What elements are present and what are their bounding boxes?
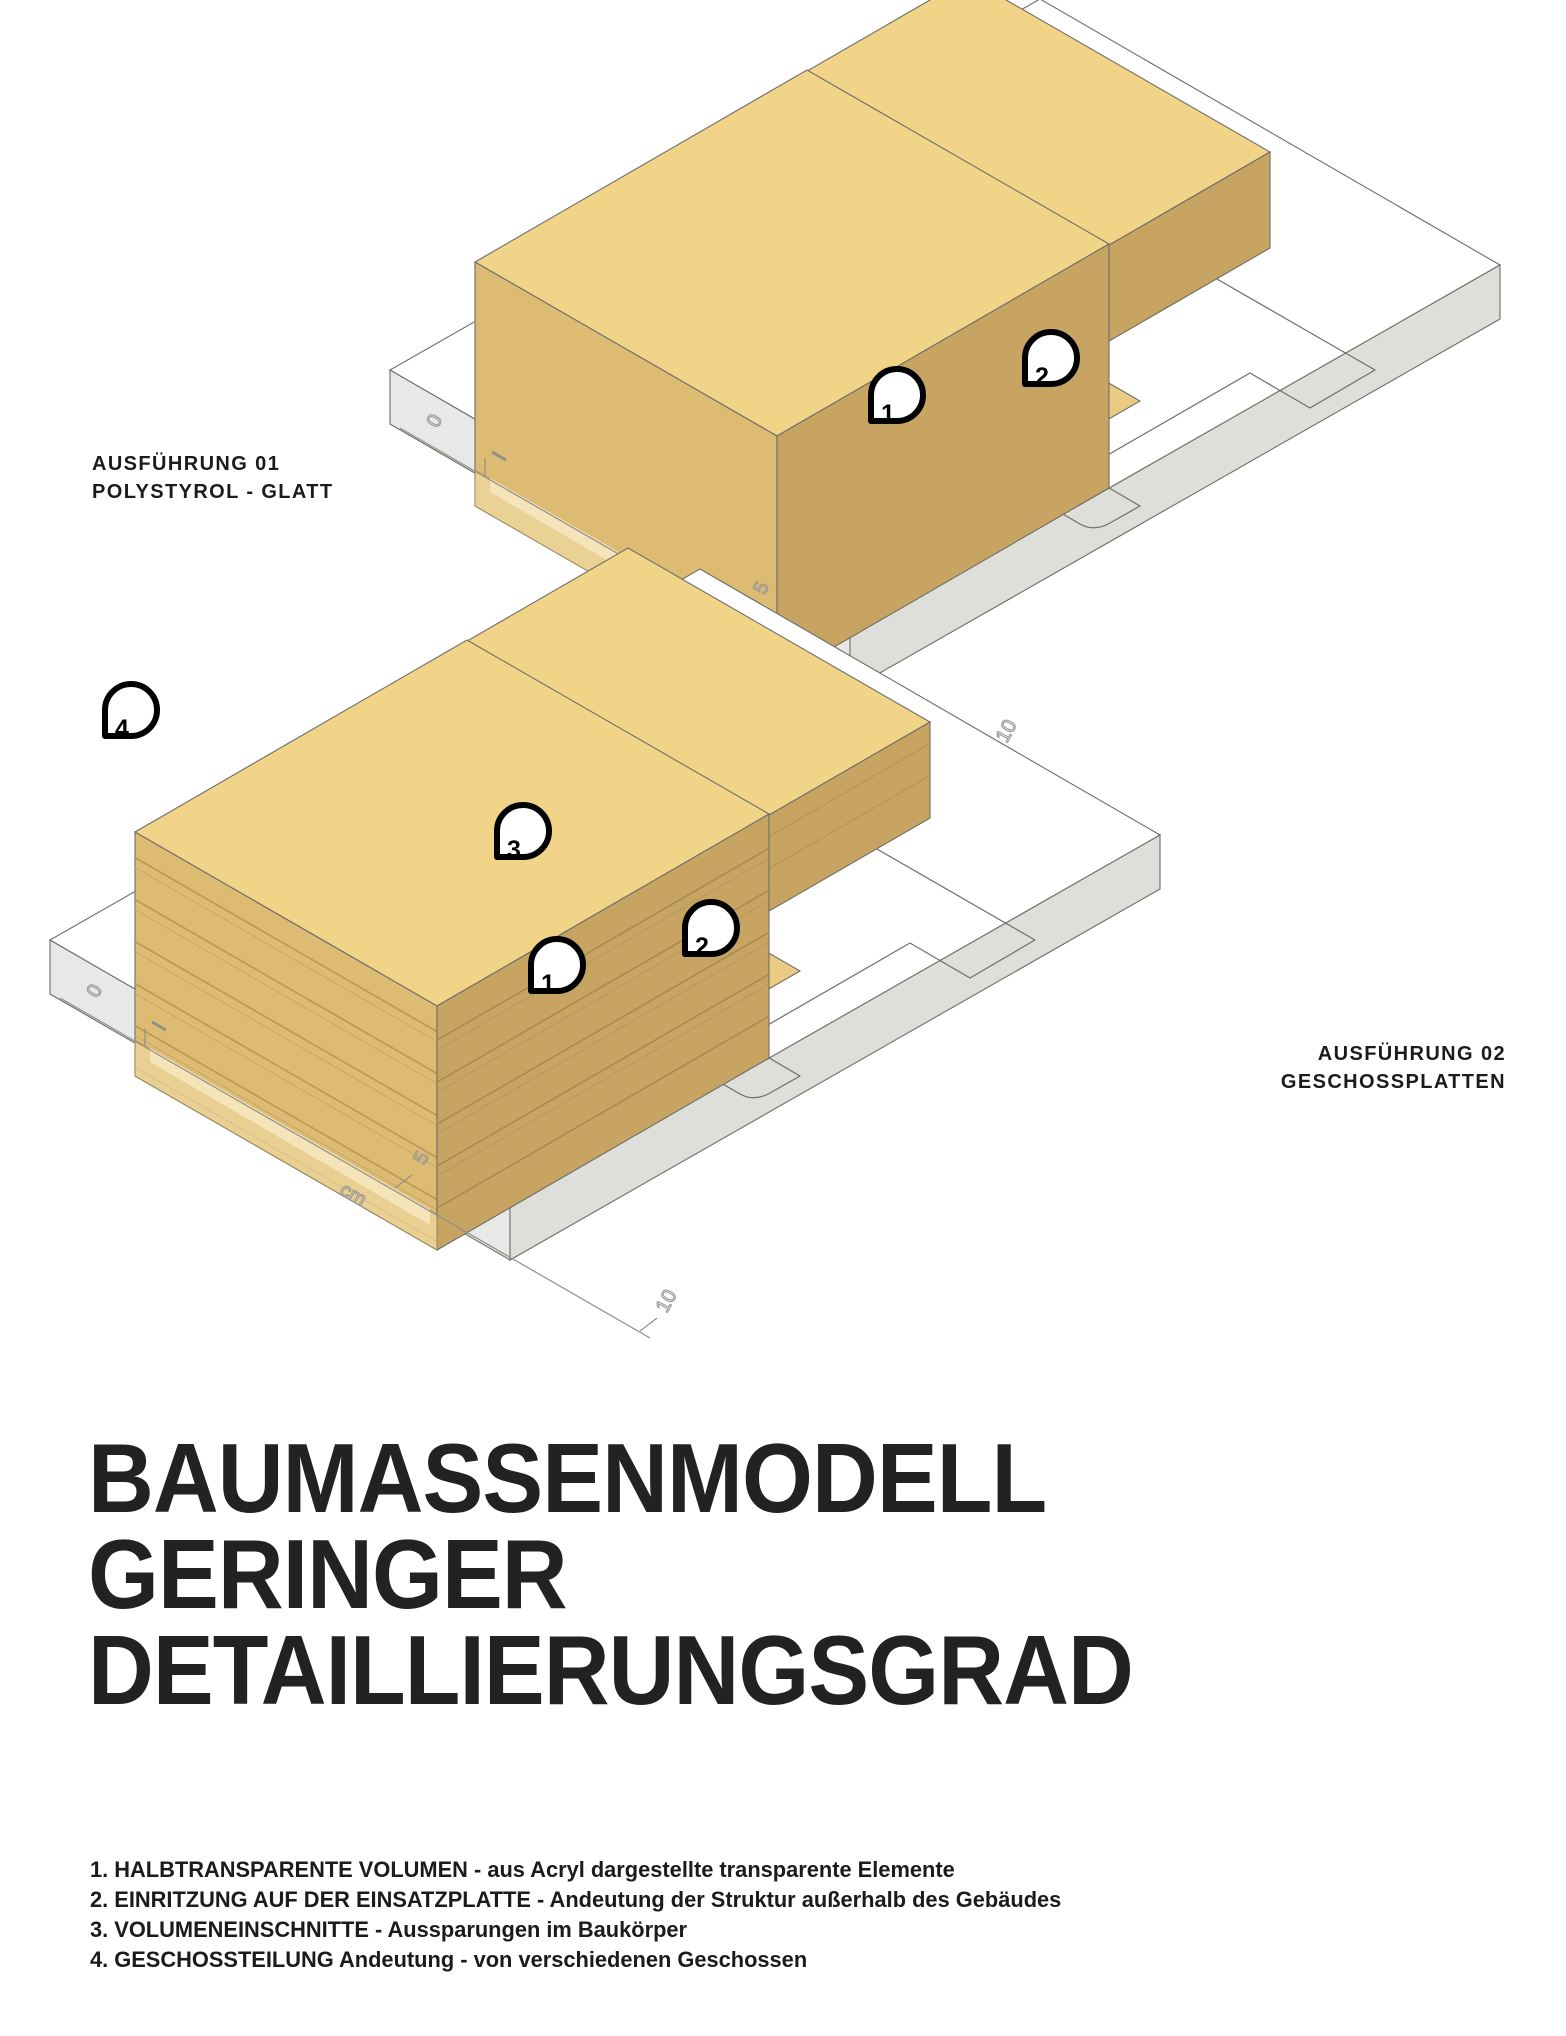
legend-item-1-dash: - xyxy=(467,1857,488,1882)
engraved-structure-outline xyxy=(891,274,1376,529)
caption-ausfuehrung-01: AUSFÜHRUNG 01 POLYSTYROL - GLATT xyxy=(92,453,334,504)
caption-ausfuehrung-02: AUSFÜHRUNG 02 GESCHOSSPLATTEN xyxy=(1280,1043,1506,1094)
title-line-3: DETAILLIERUNGSGRAD xyxy=(88,1615,1134,1725)
legend-item-4-dash: - xyxy=(454,1947,474,1972)
callout-2-label: 2 xyxy=(695,933,709,961)
callout-1-model-02[interactable]: 1 xyxy=(528,936,586,998)
engraved-structure-outline xyxy=(551,844,1036,1099)
legend-item-1: 1. HALBTRANSPARENTE VOLUMEN - aus Acryl … xyxy=(90,1855,1429,1885)
legend-item-1-key: 1. HALBTRANSPARENTE VOLUMEN xyxy=(90,1857,468,1882)
translucent-base-band-inner xyxy=(150,1048,430,1225)
sheet-title: BAUMASSENMODELL GERINGER DETAILLIERUNGSG… xyxy=(88,1423,1488,1725)
callout-2-label: 2 xyxy=(1035,363,1049,391)
callout-4-label: 4 xyxy=(115,715,129,743)
title-line-2: GERINGER xyxy=(88,1519,568,1629)
legend-item-2-dash: - xyxy=(530,1887,550,1912)
legend-item-2-value: Andeutung der Struktur außerhalb des Geb… xyxy=(549,1887,1062,1912)
scale-tick-10: 10 xyxy=(652,1286,682,1316)
callout-3-label: 3 xyxy=(507,836,521,864)
legend-item-3-dash: - xyxy=(368,1917,388,1942)
callout-1-model-01[interactable]: 1 xyxy=(868,366,926,428)
callout-1-label: 1 xyxy=(881,400,895,428)
model-ausfuehrung-01-polystyrol-glatt: 0 5 10 cm 1 2 xyxy=(380,0,1510,769)
legend-item-3-value: Aussparungen im Baukörper xyxy=(387,1917,688,1942)
callout-4-model-02[interactable]: 4 xyxy=(102,681,160,743)
legend-list: 1. HALBTRANSPARENTE VOLUMEN - aus Acryl … xyxy=(90,1855,1470,1975)
callout-2-model-01[interactable]: 2 xyxy=(1022,329,1080,391)
front-bar-slab-lines xyxy=(135,848,437,1250)
legend-item-1-value: aus Acryl dargestellte transparente Elem… xyxy=(487,1857,955,1882)
baseplate-right-face xyxy=(509,834,1161,1261)
legend-item-3-key: 3. VOLUMENEINSCHNITTE xyxy=(90,1917,369,1942)
callout-2-model-02[interactable]: 2 xyxy=(682,899,740,961)
legend-item-2: 2. EINRITZUNG AUF DER EINSATZPLATTE - An… xyxy=(90,1885,1429,1915)
title-line-1: BAUMASSENMODELL xyxy=(88,1423,1047,1533)
legend-item-2-key: 2. EINRITZUNG AUF DER EINSATZPLATTE xyxy=(90,1887,531,1912)
model-ausfuehrung-02-geschossplatten: 0 5 10 cm 1 2 3 4 xyxy=(40,547,1170,1339)
legend-item-4-key: 4. GESCHOSSTEILUNG Andeutung xyxy=(90,1947,455,1972)
callout-3-model-02[interactable]: 3 xyxy=(494,802,552,864)
legend-item-4: 4. GESCHOSSTEILUNG Andeutung - von versc… xyxy=(90,1945,1429,1975)
legend-item-3: 3. VOLUMENEINSCHNITTE - Aussparungen im … xyxy=(90,1915,1429,1945)
legend-item-4-value: von verschiedenen Geschossen xyxy=(473,1947,808,1972)
callout-1-label: 1 xyxy=(541,970,555,998)
